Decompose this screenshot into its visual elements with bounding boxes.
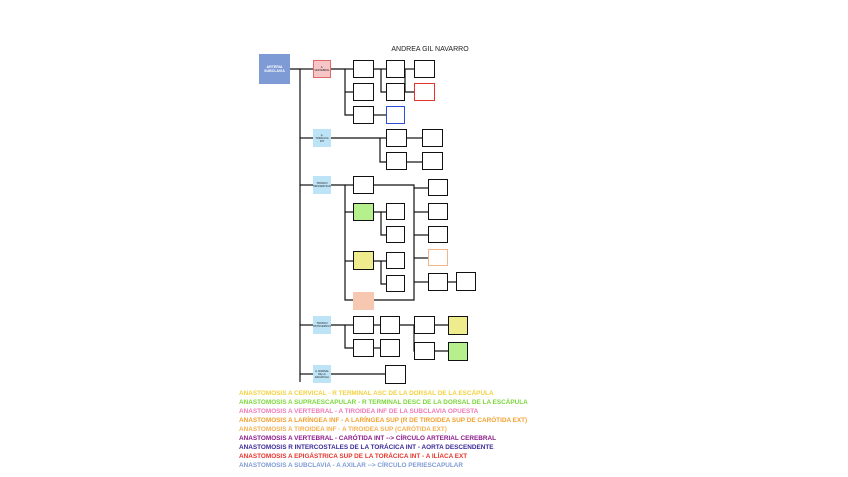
legend-item: ANASTOMOSIS R INTERCOSTALES DE LA TORÁCI… bbox=[239, 444, 494, 451]
diagram-node bbox=[414, 83, 435, 101]
branch-node-tirocervical: TRONCO TIROCERVICAL bbox=[313, 176, 331, 194]
diagram-node bbox=[448, 342, 468, 361]
diagram-node bbox=[353, 106, 374, 124]
diagram-node bbox=[386, 252, 405, 269]
diagram-node bbox=[380, 316, 400, 334]
diagram-node bbox=[386, 83, 405, 101]
diagram-node bbox=[380, 339, 400, 357]
diagram-node bbox=[386, 275, 405, 292]
diagram-node bbox=[428, 249, 448, 266]
legend-item: ANASTOMOSIS A SUPRAESCAPULAR - R TERMINA… bbox=[239, 399, 528, 406]
diagram-node bbox=[414, 342, 435, 360]
diagram-node bbox=[386, 129, 407, 147]
diagram-node bbox=[353, 339, 374, 357]
diagram-node bbox=[414, 60, 435, 78]
root-node: ARTERIA SUBCLAVIA bbox=[259, 54, 290, 84]
diagram-node bbox=[456, 272, 476, 291]
diagram-node bbox=[386, 226, 405, 243]
diagram-node bbox=[414, 316, 435, 334]
branch-node-dorsal-scapula: A. DORSAL DE LA ESCÁPULA bbox=[313, 365, 331, 383]
diagram-node bbox=[353, 316, 374, 334]
legend-item: ANASTOMOSIS A LARÍNGEA INF - A LARÍNGEA … bbox=[239, 417, 528, 424]
diagram-node bbox=[386, 203, 405, 220]
diagram-node bbox=[448, 316, 468, 335]
diagram-node bbox=[386, 60, 405, 78]
diagram-node bbox=[385, 365, 406, 384]
diagram-node bbox=[428, 179, 448, 196]
diagram-node bbox=[353, 251, 374, 270]
legend-item: ANASTOMOSIS A CERVICAL - R TERMINAL ASC … bbox=[239, 390, 494, 397]
diagram-node bbox=[422, 152, 443, 170]
diagram-title: ANDREA GIL NAVARRO bbox=[391, 46, 469, 53]
branch-node-vertebral: A. VERTEBRAL bbox=[313, 60, 331, 78]
diagram-node bbox=[386, 106, 405, 124]
branch-node-thoracic-int: A. TORÁCICA INT bbox=[313, 129, 331, 147]
diagram-node bbox=[386, 152, 407, 170]
legend-item: ANASTOMOSIS A TIROIDEA INF - A TIROIDEA … bbox=[239, 426, 447, 433]
diagram-node bbox=[353, 203, 374, 221]
branch-node-costocervical: TRONCO COSTOCERVICAL bbox=[313, 316, 331, 334]
diagram-node bbox=[428, 273, 448, 291]
legend-item: ANASTOMOSIS A EPIGÁSTRICA SUP DE LA TORÁ… bbox=[239, 453, 468, 460]
diagram-node bbox=[428, 203, 448, 220]
legend-item: ANASTOMOSIS A VERTEBRAL - A TIROIDEA INF… bbox=[239, 408, 479, 415]
diagram-node bbox=[353, 292, 374, 310]
diagram-node bbox=[353, 60, 374, 78]
diagram-node bbox=[353, 83, 374, 101]
diagram-node bbox=[422, 129, 443, 147]
diagram-node bbox=[428, 226, 448, 243]
legend: ANASTOMOSIS A CERVICAL - R TERMINAL ASC … bbox=[239, 389, 528, 470]
diagram-node bbox=[353, 176, 374, 194]
legend-item: ANASTOMOSIS A SUBCLAVIA - A AXILAR --> C… bbox=[239, 462, 463, 469]
legend-item: ANASTOMOSIS A VERTEBRAL - CARÓTIDA INT -… bbox=[239, 435, 496, 442]
